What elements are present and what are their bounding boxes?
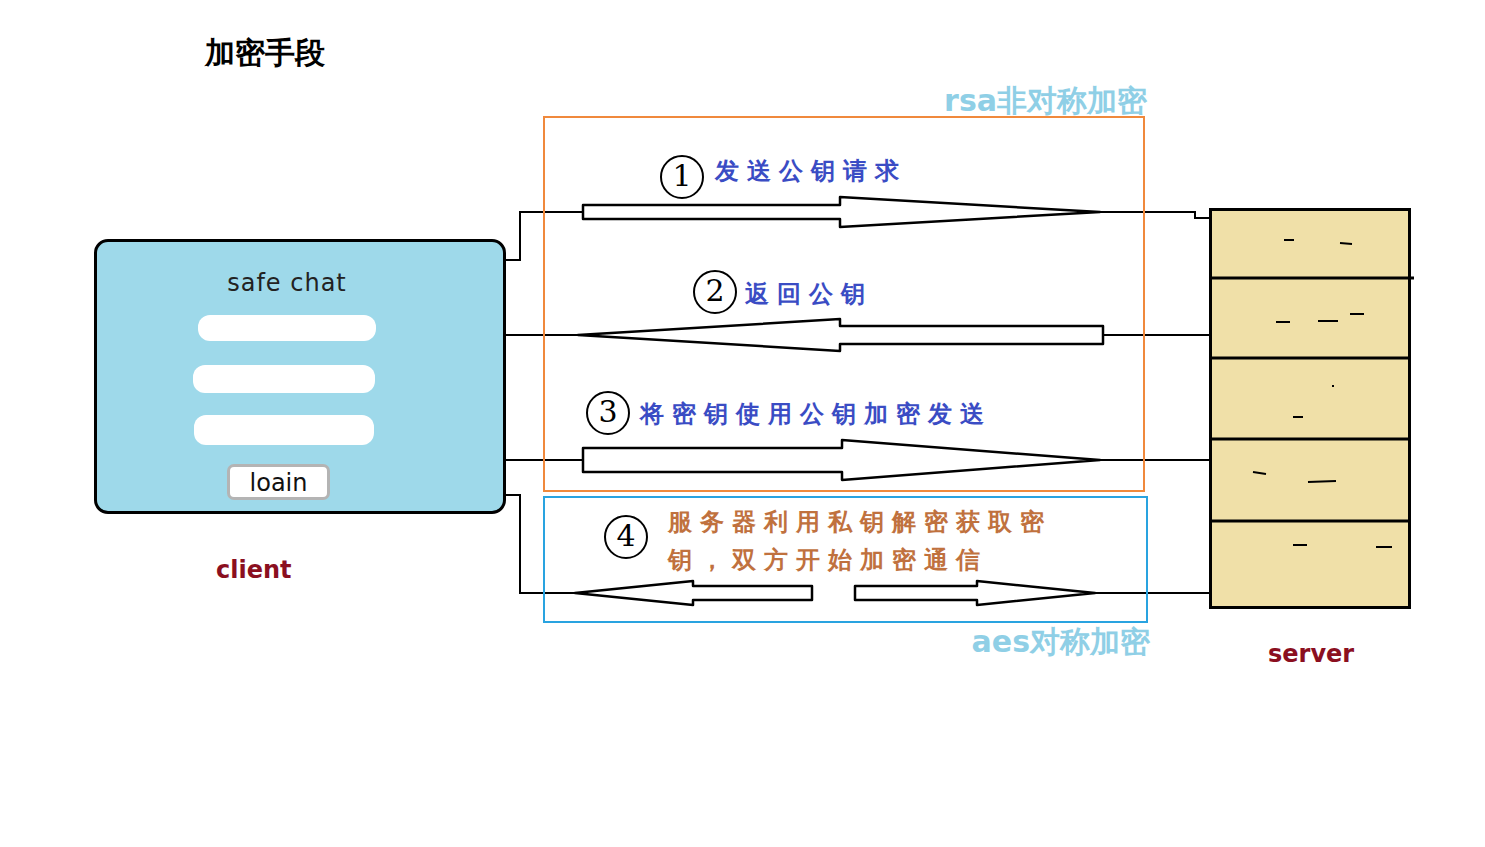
input-field	[198, 315, 376, 341]
arrow-label: 将密钥使用公钥加密发送	[640, 401, 992, 429]
block-arrow	[583, 440, 1100, 480]
connector-line	[1100, 212, 1209, 218]
diagram-title: 加密手段	[205, 36, 325, 71]
input-field	[193, 365, 375, 393]
callout-number: 2	[693, 270, 737, 314]
block-arrow	[575, 581, 812, 605]
callout-number: 4	[604, 515, 648, 559]
connector-arrow	[506, 197, 1209, 260]
server-label: server	[1268, 641, 1354, 669]
client-window: safe chatclientloain	[94, 239, 506, 514]
arrow-label: 发送公钥请求	[715, 158, 907, 186]
server-shelves	[1209, 278, 1414, 521]
callout-number: 3	[586, 391, 630, 435]
block-arrow	[855, 581, 1095, 605]
connector-line	[1100, 459, 1209, 461]
server-fill	[1210, 209, 1410, 608]
callout-number: 1	[660, 155, 704, 199]
connector-line	[506, 334, 578, 336]
input-field	[194, 415, 374, 445]
server-marks	[1253, 240, 1392, 547]
region-heading: aes对称加密	[972, 625, 1150, 660]
arrow-label: 服务器利用私钥解密获取密钥，双方开始加密通信	[668, 503, 1068, 579]
connector-line	[1103, 334, 1209, 336]
region-heading: rsa非对称加密	[944, 84, 1147, 119]
connector-arrow	[506, 440, 1209, 480]
connector-line	[1095, 592, 1209, 594]
app-title: safe chat	[97, 270, 477, 298]
login-button: loain	[227, 464, 330, 500]
block-arrow	[578, 319, 1103, 351]
connector-arrow	[506, 495, 1209, 605]
button-text: loain	[230, 470, 327, 498]
block-arrow	[583, 197, 1100, 227]
server-rack: server	[1209, 208, 1411, 609]
connector-arrow	[506, 319, 1209, 351]
client-label: client	[216, 557, 292, 585]
arrow-label: 返回公钥	[745, 281, 873, 309]
connector-line	[506, 495, 575, 593]
